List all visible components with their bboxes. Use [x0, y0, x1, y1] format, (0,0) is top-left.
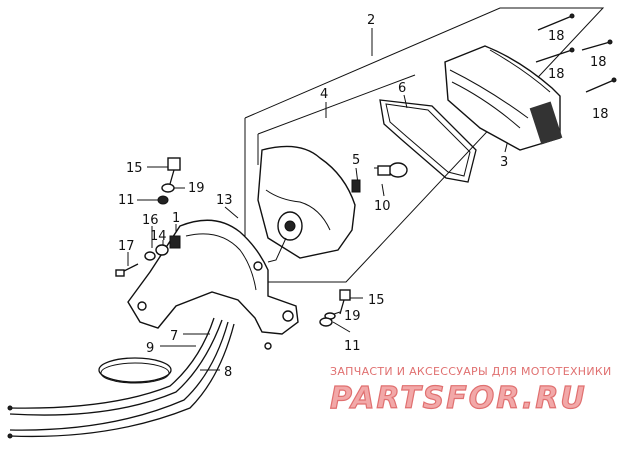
label-9: 9 [146, 341, 154, 356]
screws-18 [535, 13, 617, 93]
part-labels: 2 4 6 3 5 10 18 18 18 18 15 19 11 13 16 … [118, 13, 609, 380]
label-4: 4 [320, 87, 328, 102]
bulb [374, 162, 408, 178]
label-11-right: 11 [344, 339, 361, 354]
watermark-caption: ЗАПЧАСТИ И АКСЕССУАРЫ ДЛЯ МОТОТЕХНИКИ [330, 365, 612, 378]
hardware-left [115, 157, 181, 277]
label-18-c: 18 [590, 55, 607, 70]
label-18-b: 18 [548, 67, 565, 82]
label-6: 6 [398, 81, 406, 96]
label-15-right: 15 [368, 293, 385, 308]
label-19-left: 19 [188, 181, 205, 196]
wire-harness [7, 317, 235, 439]
label-11-left: 11 [118, 193, 135, 208]
label-3: 3 [500, 155, 508, 170]
label-18-d: 18 [592, 107, 609, 122]
label-18-a: 18 [548, 29, 565, 44]
label-2: 2 [367, 13, 375, 28]
label-10: 10 [374, 199, 391, 214]
label-1: 1 [172, 211, 180, 226]
label-7: 7 [170, 329, 178, 344]
label-17: 17 [118, 239, 135, 254]
housing [257, 145, 361, 263]
label-19-right: 19 [344, 309, 361, 324]
label-5: 5 [352, 153, 360, 168]
label-13: 13 [216, 193, 233, 208]
watermark: ЗАПЧАСТИ И АКСЕССУАРЫ ДЛЯ МОТОТЕХНИКИ PA… [329, 365, 612, 417]
label-8: 8 [224, 365, 232, 380]
watermark-brand: PARTSFOR.RU [330, 381, 587, 416]
label-14: 14 [150, 229, 167, 244]
label-16: 16 [142, 213, 159, 228]
label-15-left: 15 [126, 161, 143, 176]
hardware-right [319, 289, 351, 327]
taillight-lens [444, 45, 563, 151]
bracket [127, 219, 299, 350]
gasket [379, 99, 477, 183]
